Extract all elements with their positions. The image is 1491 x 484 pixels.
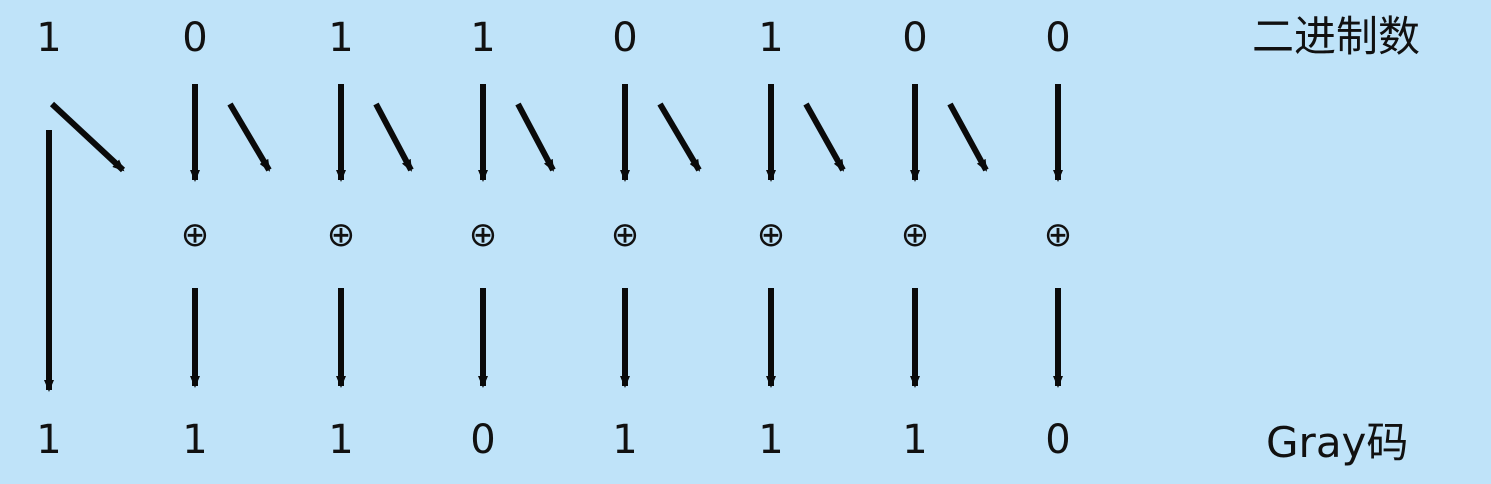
gray-digit: 1 — [182, 417, 208, 463]
gray-row-label: Gray码 — [1266, 418, 1409, 467]
diagonal-arrow — [373, 102, 414, 172]
diagonal-arrow — [49, 101, 126, 173]
binary-digit: 0 — [182, 15, 208, 61]
gray-digit: 1 — [328, 417, 354, 463]
gray-digit: 1 — [36, 417, 62, 463]
diagonal-arrow — [657, 102, 702, 172]
gray-digit: 0 — [470, 417, 496, 463]
gray-digit: 1 — [612, 417, 638, 463]
binary-row-label: 二进制数 — [1252, 12, 1421, 61]
gray-digit: 0 — [1045, 417, 1071, 463]
diagonal-arrow — [947, 102, 989, 172]
binary-digit: 1 — [758, 15, 784, 61]
xor-operator: ⊕ — [756, 215, 786, 255]
xor-operator: ⊕ — [468, 215, 498, 255]
binary-digit: 1 — [36, 15, 62, 61]
xor-operator: ⊕ — [326, 215, 356, 255]
xor-operator: ⊕ — [610, 215, 640, 255]
diagonal-arrow — [803, 102, 846, 172]
xor-operator: ⊕ — [180, 215, 210, 255]
binary-digit: 1 — [328, 15, 354, 61]
xor-operator: ⊕ — [1043, 215, 1073, 255]
binary-digit: 0 — [1045, 15, 1071, 61]
diagonal-arrow — [515, 102, 556, 172]
binary-digit: 1 — [470, 15, 496, 61]
gray-digit: 1 — [902, 417, 928, 463]
xor-operator: ⊕ — [900, 215, 930, 255]
binary-digit: 0 — [612, 15, 638, 61]
gray-digit: 1 — [758, 417, 784, 463]
binary-digit: 0 — [902, 15, 928, 61]
diagonal-arrow — [227, 102, 272, 172]
